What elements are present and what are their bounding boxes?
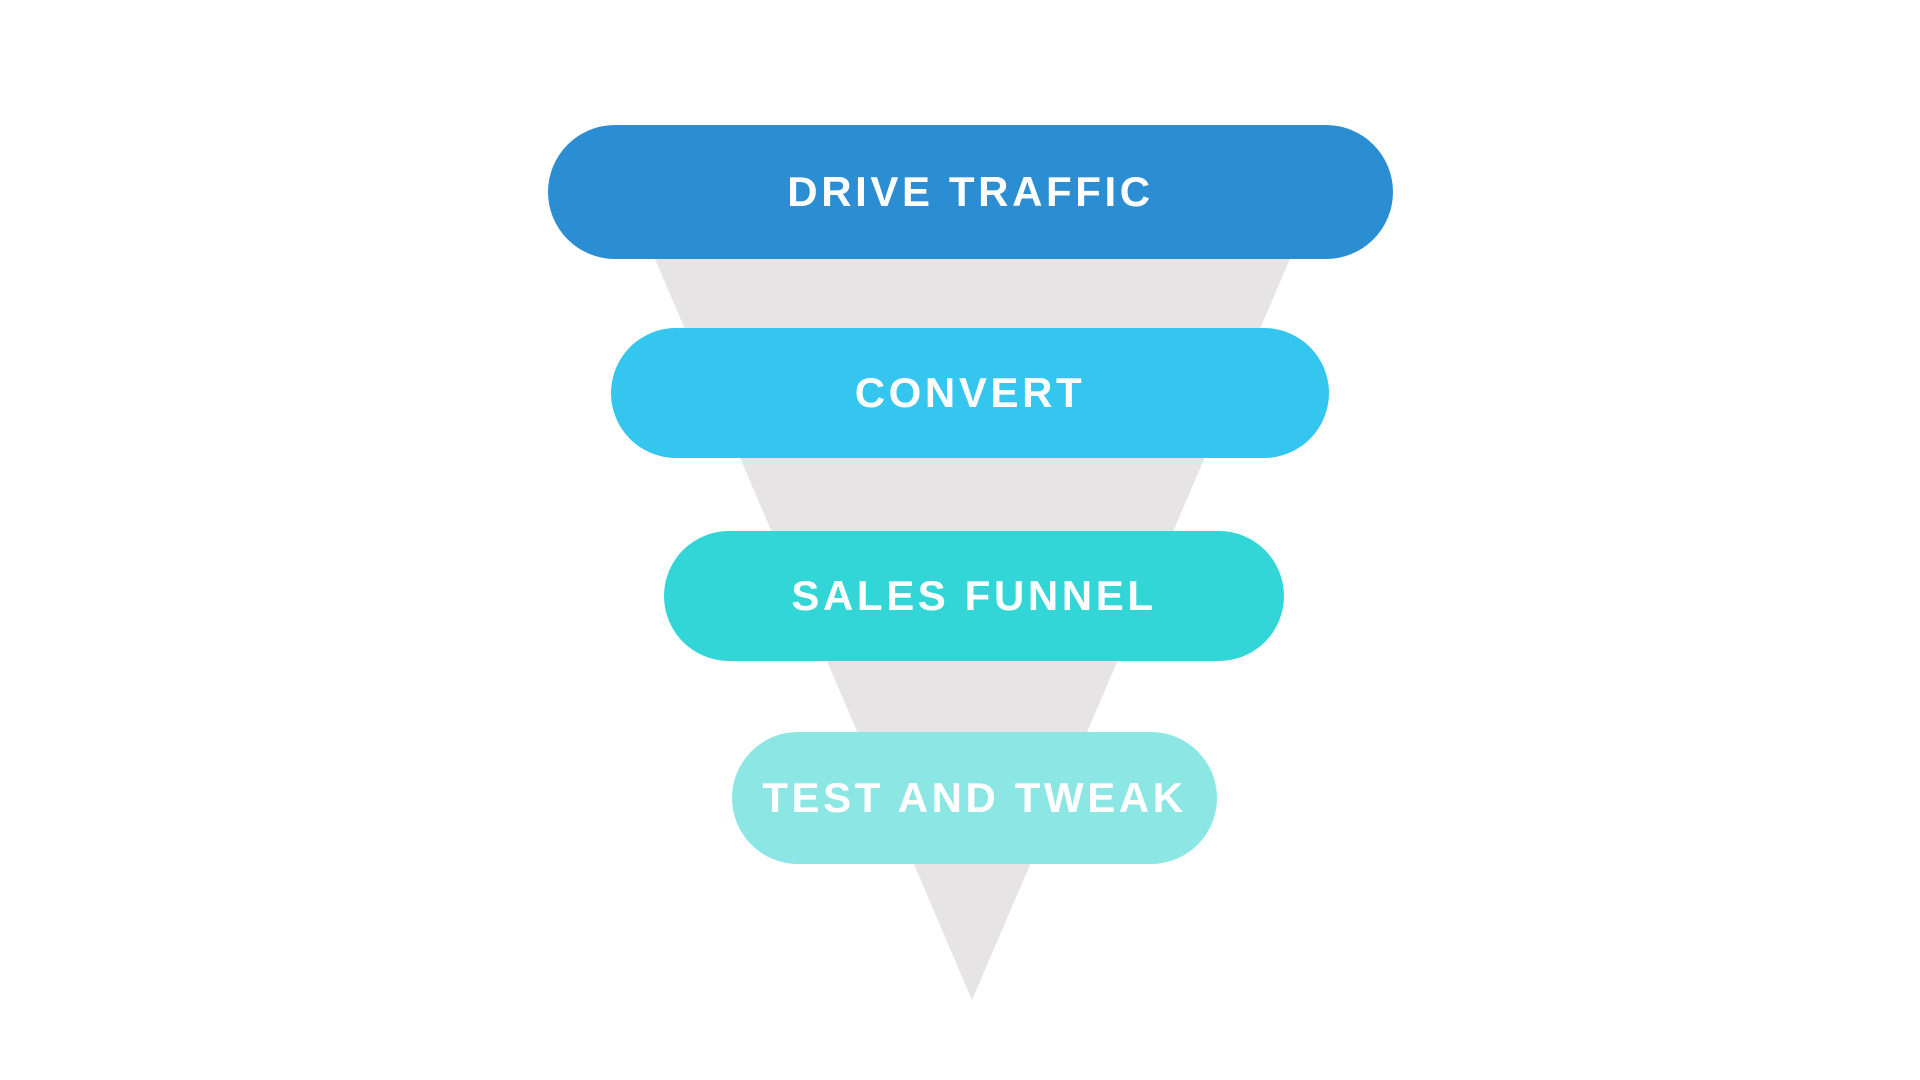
funnel-stage-drive-traffic[interactable]: DRIVE TRAFFIC	[548, 125, 1393, 259]
funnel-stage-label-3: SALES FUNNEL	[791, 572, 1157, 619]
funnel-stage-label-2: CONVERT	[854, 369, 1086, 416]
funnel-stage-convert[interactable]: CONVERT	[611, 328, 1329, 458]
funnel-stage-sales-funnel[interactable]: SALES FUNNEL	[664, 531, 1284, 661]
funnel-stage-test-and-tweak[interactable]: TEST AND TWEAK	[732, 732, 1217, 864]
funnel-stage-label-1: DRIVE TRAFFIC	[787, 168, 1154, 215]
funnel-stage-label-4: TEST AND TWEAK	[762, 774, 1187, 821]
